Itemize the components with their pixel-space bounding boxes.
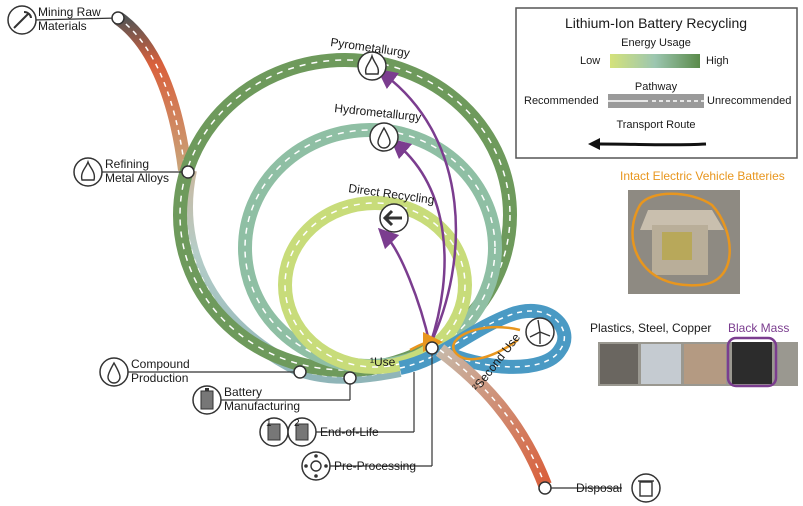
legend-transport-heading: Transport Route xyxy=(616,119,695,131)
legend-energy-low: Low xyxy=(580,55,600,67)
end-of-life-label: End-of-Life xyxy=(320,425,379,439)
refining-label-1: Refining xyxy=(105,157,149,171)
compound-label-2: Production xyxy=(131,371,188,385)
ev-battery-photo xyxy=(628,190,740,294)
black-mass-caption: Black Mass xyxy=(728,321,789,335)
compound-label-1: Compound xyxy=(131,357,190,371)
end-of-life-num1: 1 xyxy=(266,418,272,429)
arrow-left-icon xyxy=(379,203,409,233)
battery-label-1: Battery xyxy=(224,385,262,399)
materials-caption: Plastics, Steel, Copper xyxy=(590,321,711,335)
flame-icon xyxy=(357,51,387,81)
legend-pathway-recommended: Recommended xyxy=(524,95,599,107)
refining-icon xyxy=(73,157,103,187)
pre-processing-label: Pre-Processing xyxy=(334,459,416,473)
ev-caption: Intact Electric Vehicle Batteries xyxy=(620,169,785,183)
legend-energy-high: High xyxy=(706,55,729,67)
wind-turbine-icon xyxy=(525,317,555,347)
first-use-label: ¹Use xyxy=(370,355,396,369)
end-of-life-num2: 2 xyxy=(294,418,300,429)
direct-loop xyxy=(278,196,472,374)
energy-gradient-bar xyxy=(610,54,700,68)
legend-energy-heading: Energy Usage xyxy=(621,37,691,49)
mining-label-2: Materials xyxy=(38,19,87,33)
connector-lines xyxy=(33,17,622,489)
refining-label-2: Metal Alloys xyxy=(105,171,169,185)
transport-arrow-line xyxy=(599,142,707,147)
legend-pathway-heading: Pathway xyxy=(635,81,678,93)
legend: Lithium-Ion Battery Recycling Energy Usa… xyxy=(515,7,798,159)
disposal-label: Disposal xyxy=(576,481,622,495)
battery-icon xyxy=(192,385,222,415)
mining-track xyxy=(113,12,192,171)
droplet-icon xyxy=(369,122,399,152)
transport-arrow-head xyxy=(588,138,600,150)
mining-label-1: Mining Raw xyxy=(38,5,101,19)
end-of-life-icons xyxy=(259,417,317,447)
disposal-track xyxy=(435,344,552,488)
battery-label-2: Manufacturing xyxy=(224,399,300,413)
transport-routes xyxy=(377,68,458,346)
mining-icon xyxy=(7,5,37,35)
trash-icon xyxy=(631,473,661,503)
legend-pathway-unrecommended: Unrecommended xyxy=(707,95,791,107)
legend-title: Lithium-Ion Battery Recycling xyxy=(565,15,747,31)
pre-processing-icon xyxy=(301,451,331,481)
track-nodes xyxy=(111,11,552,495)
materials-photo xyxy=(598,336,798,388)
compound-icon xyxy=(99,357,129,387)
hydro-label: Hydrometallurgy xyxy=(334,101,422,124)
